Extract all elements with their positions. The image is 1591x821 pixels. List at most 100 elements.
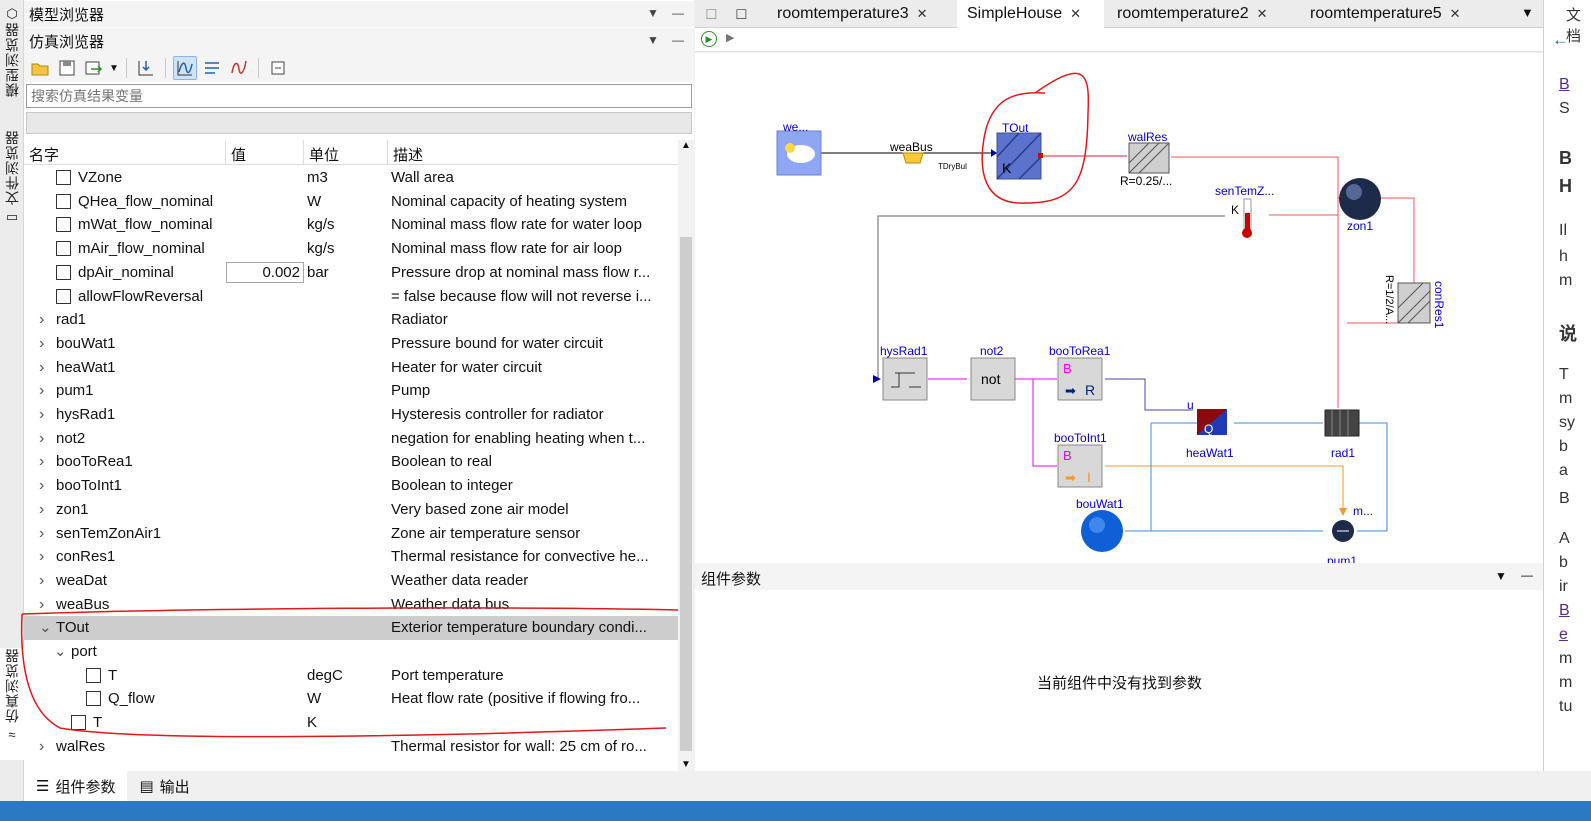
row-checkbox[interactable] bbox=[56, 170, 71, 185]
save-icon[interactable] bbox=[55, 56, 79, 80]
back-arrow-icon[interactable]: ← bbox=[1552, 30, 1569, 49]
col-value-header[interactable]: 值 bbox=[226, 140, 304, 164]
tab-component-params[interactable]: ☰ 组件参数 bbox=[24, 771, 128, 801]
expand-arrow-icon[interactable]: › bbox=[39, 571, 45, 589]
expand-arrow-icon[interactable]: › bbox=[39, 429, 45, 447]
row-checkbox[interactable] bbox=[86, 667, 101, 683]
hysrad1-block[interactable]: hysRad1 bbox=[873, 344, 928, 401]
tab-roomtemperature2[interactable]: roomtemperature2✕ bbox=[1117, 5, 1268, 22]
col-unit-header[interactable]: 单位 bbox=[304, 140, 388, 164]
row-checkbox[interactable] bbox=[56, 217, 71, 233]
collapse-all-icon[interactable] bbox=[266, 56, 290, 80]
plot-waveform-icon[interactable] bbox=[172, 56, 197, 80]
collapse-arrow-icon[interactable]: ⌄ bbox=[54, 643, 67, 660]
step-forward-icon[interactable]: ▶ bbox=[726, 32, 735, 44]
close-icon[interactable]: ✕ bbox=[1070, 6, 1082, 21]
row-checkbox[interactable] bbox=[86, 691, 101, 707]
rad1-block[interactable]: rad1 bbox=[1324, 409, 1360, 460]
prev-tab-icon[interactable]: ◻ bbox=[705, 5, 718, 22]
expand-arrow-icon[interactable]: › bbox=[39, 334, 45, 352]
vertical-scrollbar[interactable]: ▲ ▼ bbox=[678, 140, 694, 772]
pum1-block[interactable]: m... pum1 bbox=[1327, 504, 1373, 563]
minimize-icon[interactable]: — bbox=[672, 6, 684, 20]
diagram-canvas[interactable]: we... weaBus TDryBul TOut K walRes bbox=[695, 53, 1543, 563]
scrollbar-thumb[interactable] bbox=[680, 237, 692, 751]
row-checkbox[interactable] bbox=[56, 193, 71, 209]
weadat-block[interactable]: we... bbox=[776, 120, 822, 176]
expand-arrow-icon[interactable]: › bbox=[39, 358, 45, 376]
tab-output[interactable]: ▤ 输出 bbox=[139, 778, 190, 796]
plot-parametric-icon[interactable] bbox=[227, 56, 251, 80]
sentem-block[interactable]: senTemZ... K bbox=[1215, 184, 1274, 238]
play-icon[interactable]: ▶ bbox=[701, 31, 717, 47]
sim-browser-header[interactable]: 仿真浏览器 ▼ — bbox=[24, 28, 694, 54]
tab-roomtemperature5[interactable]: roomtemperature5✕ bbox=[1310, 5, 1461, 22]
heawat1-block[interactable]: u Q heaWat1 bbox=[1186, 398, 1234, 460]
walres-block[interactable]: walRes R=0.25/... bbox=[1120, 130, 1172, 188]
col-name-header[interactable]: 名字 bbox=[24, 140, 226, 164]
scroll-down-icon[interactable]: ▼ bbox=[681, 759, 691, 770]
dropdown-icon[interactable]: ▼ bbox=[647, 33, 659, 47]
row-checkbox[interactable] bbox=[56, 241, 71, 257]
expand-arrow-icon[interactable]: › bbox=[39, 311, 45, 329]
expand-arrow-icon[interactable]: › bbox=[39, 382, 45, 400]
export-icon[interactable] bbox=[82, 56, 106, 80]
weabus-block[interactable]: weaBus TDryBul bbox=[889, 140, 967, 171]
collapse-arrow-icon[interactable]: ⌄ bbox=[39, 619, 52, 637]
expand-arrow-icon[interactable]: › bbox=[39, 500, 45, 518]
open-folder-icon[interactable] bbox=[28, 56, 52, 80]
conres1-block[interactable]: conRes1 R=1/2/A... bbox=[1383, 275, 1446, 329]
scroll-up-icon[interactable]: ▲ bbox=[681, 140, 691, 151]
bootorea1-block[interactable]: B R ➡ booToRea1 bbox=[1049, 344, 1111, 401]
close-icon[interactable]: ✕ bbox=[1256, 6, 1268, 21]
close-icon[interactable]: ✕ bbox=[916, 6, 928, 21]
vtab-model-browser[interactable]: ⬡ 模型浏览器 bbox=[4, 6, 20, 97]
expand-arrow-icon[interactable]: › bbox=[39, 737, 45, 755]
col-desc-header[interactable]: 描述 bbox=[393, 147, 424, 164]
not2-block[interactable]: not not2 bbox=[970, 344, 1016, 401]
next-tab-icon[interactable]: ◻ bbox=[735, 5, 748, 22]
dropdown-icon[interactable]: ▼ bbox=[647, 6, 659, 20]
row-checkbox[interactable] bbox=[56, 264, 71, 280]
tab-simplehouse[interactable]: SimpleHouse✕ bbox=[957, 0, 1104, 28]
table-row[interactable]: allowFlowReversal= false because flow wi… bbox=[24, 285, 678, 309]
expand-arrow-icon[interactable]: › bbox=[39, 524, 45, 542]
vtab-sim-browser[interactable]: 仿真浏览器 ≈ bbox=[0, 648, 24, 760]
search-variables-input[interactable] bbox=[26, 84, 692, 108]
filter-bar[interactable] bbox=[26, 112, 692, 134]
expand-arrow-icon[interactable]: › bbox=[39, 477, 45, 495]
model-browser-header[interactable]: 模型浏览器 ▼ — bbox=[24, 1, 694, 27]
tab-roomtemperature3[interactable]: roomtemperature3✕ bbox=[777, 5, 928, 22]
dropdown-icon[interactable]: ▼ bbox=[1495, 569, 1507, 583]
param-panel-header[interactable]: 组件参数 ▼ — bbox=[695, 563, 1543, 590]
expand-arrow-icon[interactable]: › bbox=[39, 548, 45, 566]
minimize-icon[interactable]: — bbox=[1521, 568, 1533, 582]
tab-list-dropdown-icon[interactable]: ▼ bbox=[1521, 5, 1534, 20]
bouwat1-block[interactable]: bouWat1 bbox=[1076, 497, 1124, 552]
tout-block[interactable]: TOut K bbox=[991, 121, 1043, 180]
plot-list-icon[interactable] bbox=[200, 56, 224, 80]
plot-import-icon[interactable] bbox=[134, 56, 158, 80]
expand-arrow-icon[interactable]: › bbox=[39, 406, 45, 423]
vtab-file-browser[interactable]: 文件浏览器 ▭ bbox=[4, 130, 20, 224]
